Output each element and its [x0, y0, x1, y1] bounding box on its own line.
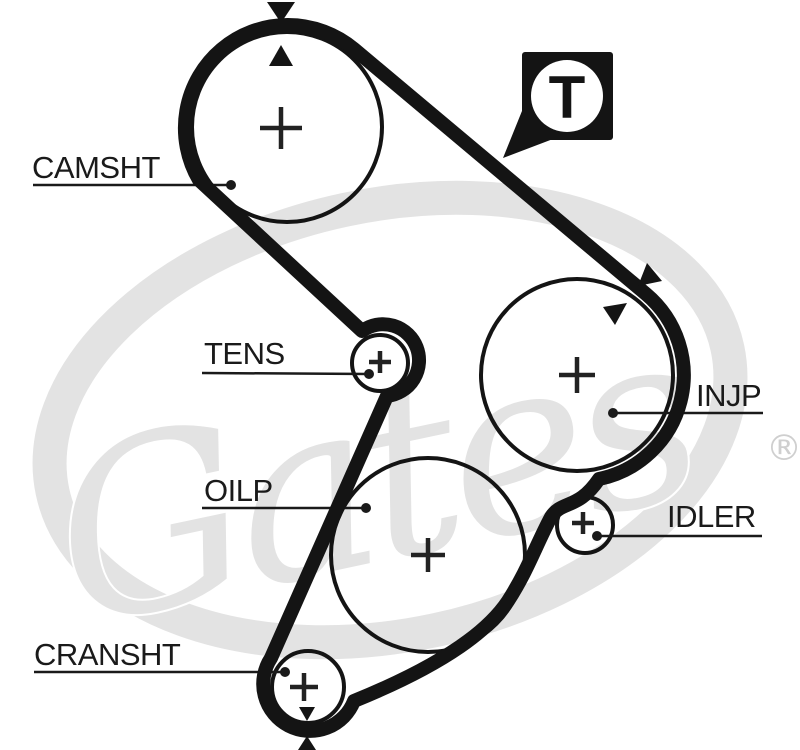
camshaft-cross-icon — [260, 107, 302, 149]
tensioner-cross-icon — [369, 351, 391, 373]
pulley-center-crosses — [260, 107, 595, 701]
registered-trademark-icon: ® — [766, 428, 800, 469]
injp-label: INJP — [696, 378, 761, 413]
camshaft-outer-arrow-icon — [267, 2, 295, 23]
injection-pump-pulley — [479, 277, 675, 473]
injpump-outer-arrow-icon — [638, 263, 662, 286]
badge-letter: T — [549, 64, 586, 131]
idler-cross-icon — [572, 512, 594, 534]
timing-mark-badge: T — [503, 52, 613, 158]
injection-pump-cross-icon — [559, 357, 595, 393]
crankshaft-inner-arrow-icon — [299, 707, 315, 721]
camshaft-inner-arrow-icon — [269, 45, 293, 66]
timing-belt — [177, 18, 691, 738]
tens-leader-line — [201, 371, 370, 376]
crankshaft-cross-icon — [290, 673, 318, 701]
oil-pump-cross-icon — [411, 538, 445, 572]
tensioner-pulley — [350, 333, 410, 393]
pulley-labels: CAMSHT TENS OILP CRANSHT INJP IDLER — [32, 150, 762, 672]
camsht-leader-dot — [226, 180, 236, 190]
timing-mark-arrows — [267, 2, 662, 750]
cransht-label: CRANSHT — [34, 637, 181, 672]
leader-dots — [226, 180, 618, 677]
oilp-leader-dot — [361, 503, 371, 513]
crankshaft-pulley — [270, 649, 346, 725]
injp-leader-dot — [608, 408, 618, 418]
crankshaft-outer-arrow-icon — [298, 736, 316, 750]
tens-leader-dot — [364, 369, 374, 379]
idler-leader-dot — [592, 531, 602, 541]
oilp-label: OILP — [204, 473, 273, 508]
tens-label: TENS — [204, 336, 285, 371]
idler-label: IDLER — [667, 499, 756, 534]
injpump-inner-arrow-icon — [603, 303, 627, 325]
badge-circle — [531, 60, 603, 132]
camsht-label: CAMSHT — [32, 150, 160, 185]
watermark-swoosh-ellipse — [32, 180, 748, 660]
cransht-leader-dot — [280, 667, 290, 677]
